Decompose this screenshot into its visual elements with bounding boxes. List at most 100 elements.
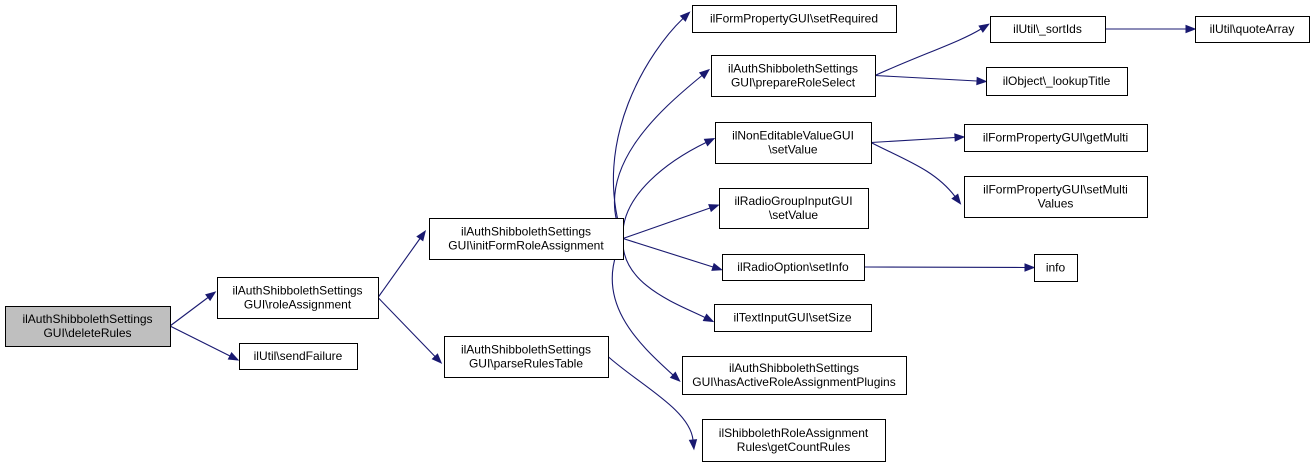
node-initFormRoleAssignment[interactable]: ilAuthShibbolethSettingsGUI\initFormRole…	[429, 218, 624, 260]
node-box-getMulti[interactable]	[964, 124, 1148, 152]
arrowhead-prepareRoleSelect-to-sortIds	[978, 23, 990, 33]
node-setRequired[interactable]: ilFormPropertyGUI\setRequired	[692, 5, 897, 33]
node-quoteArray[interactable]: ilUtil\quoteArray	[1195, 16, 1310, 43]
node-label-roleAssignment-line-0: ilAuthShibbolethSettings	[232, 284, 362, 298]
node-label-setRequired-line-0: ilFormPropertyGUI\setRequired	[710, 12, 878, 26]
node-label-parseRulesTable-line-0: ilAuthShibbolethSettings	[461, 343, 591, 357]
arrowhead-parseRulesTable-to-getCountRules	[688, 439, 698, 451]
edge-initFormRoleAssignment-to-setInfo	[622, 237, 714, 268]
arrowhead-initFormRoleAssignment-to-setInfo	[711, 262, 723, 271]
node-box-hasActive[interactable]	[682, 356, 907, 395]
node-box-getCountRules[interactable]	[702, 419, 886, 462]
arrowhead-roleAssignment-to-initFormRoleAssignment	[416, 230, 427, 242]
edge-roleAssignment-to-parseRulesTable	[377, 297, 436, 357]
node-label-lookupTitle-line-0: ilObject\_lookupTitle	[1003, 74, 1111, 88]
node-label-sortIds-line-0: ilUtil\_sortIds	[1013, 22, 1082, 36]
arrowhead-roleAssignment-to-parseRulesTable	[431, 353, 443, 364]
edge-initFormRoleAssignment-to-prepareRoleSelect	[613, 75, 703, 239]
node-box-roleAssignment[interactable]	[217, 277, 379, 319]
edge-setInfo-to-info	[863, 266, 1026, 269]
node-sendFailure[interactable]: ilUtil\sendFailure	[239, 343, 358, 370]
node-label-prepareRoleSelect-line-1: GUI\prepareRoleSelect	[731, 76, 856, 90]
edges-layer	[169, 11, 1197, 451]
arrowhead-setInfo-to-info	[1024, 263, 1036, 272]
node-box-info[interactable]	[1034, 254, 1078, 282]
edge-roleAssignment-to-initFormRoleAssignment	[377, 238, 421, 298]
node-box-parseRulesTable[interactable]	[444, 336, 609, 378]
node-info[interactable]: info	[1034, 254, 1078, 282]
node-label-getCountRules-line-0: ilShibbolethRoleAssignment	[719, 426, 869, 440]
node-label-setInfo-line-0: ilRadioOption\setInfo	[737, 260, 849, 274]
node-box-setRequired[interactable]	[692, 5, 897, 33]
node-label-setMultiValues-line-1: Values	[1038, 197, 1074, 211]
node-box-quoteArray[interactable]	[1195, 16, 1310, 43]
node-nevSetValue[interactable]: ilNonEditableValueGUI\setValue	[715, 122, 872, 164]
edge-nevSetValue-to-getMulti	[870, 136, 956, 144]
arrowhead-initFormRoleAssignment-to-hasActive	[669, 371, 681, 382]
node-label-initFormRoleAssignment-line-1: GUI\initFormRoleAssignment	[448, 239, 604, 253]
edge-initFormRoleAssignment-to-setSize	[622, 238, 706, 318]
arrowhead-nevSetValue-to-getMulti	[954, 133, 966, 142]
node-roleAssignment[interactable]: ilAuthShibbolethSettingsGUI\roleAssignme…	[217, 277, 379, 319]
node-box-initFormRoleAssignment[interactable]	[429, 218, 624, 260]
node-prepareRoleSelect[interactable]: ilAuthShibbolethSettingsGUI\prepareRoleS…	[711, 55, 876, 97]
node-label-getMulti-line-0: ilFormPropertyGUI\getMulti	[983, 131, 1128, 145]
arrowhead-sortIds-to-quoteArray	[1185, 24, 1197, 34]
node-label-roleAssignment-line-1: GUI\roleAssignment	[244, 298, 352, 312]
node-rgSetValue[interactable]: ilRadioGroupInputGUI\setValue	[719, 188, 869, 229]
node-label-hasActive-line-0: ilAuthShibbolethSettings	[729, 361, 859, 375]
nodes-layer: ilAuthShibbolethSettingsGUI\deleteRulesi…	[5, 5, 1310, 462]
node-sortIds[interactable]: ilUtil\_sortIds	[990, 16, 1106, 43]
edge-parseRulesTable-to-getCountRules	[607, 356, 694, 441]
node-label-prepareRoleSelect-line-0: ilAuthShibbolethSettings	[728, 62, 858, 76]
node-box-lookupTitle[interactable]	[986, 67, 1128, 96]
edge-initFormRoleAssignment-to-setRequired	[613, 18, 684, 239]
arrowhead-initFormRoleAssignment-to-rgSetValue	[708, 204, 720, 213]
node-label-setMultiValues-line-0: ilFormPropertyGUI\setMulti	[983, 183, 1128, 197]
node-label-hasActive-line-1: GUI\hasActiveRoleAssignmentPlugins	[692, 375, 895, 389]
arrowhead-initFormRoleAssignment-to-prepareRoleSelect	[698, 68, 711, 80]
node-box-prepareRoleSelect[interactable]	[711, 55, 876, 97]
node-label-getCountRules-line-1: Rules\getCountRules	[737, 440, 850, 454]
edge-nevSetValue-to-setMultiValues	[870, 142, 956, 197]
node-box-nevSetValue[interactable]	[715, 122, 872, 164]
node-label-nevSetValue-line-1: \setValue	[768, 143, 817, 157]
node-setSize[interactable]: ilTextInputGUI\setSize	[714, 304, 872, 332]
node-box-setInfo[interactable]	[722, 254, 865, 281]
node-box-setMultiValues[interactable]	[964, 176, 1148, 218]
node-label-nevSetValue-line-0: ilNonEditableValueGUI	[732, 129, 854, 143]
node-label-sendFailure-line-0: ilUtil\sendFailure	[254, 349, 343, 363]
node-label-info-line-0: info	[1046, 261, 1066, 275]
edge-deleteRules-to-sendFailure	[169, 325, 231, 357]
node-box-rgSetValue[interactable]	[719, 188, 869, 229]
node-box-deleteRules[interactable]	[5, 306, 171, 347]
node-label-deleteRules-line-0: ilAuthShibbolethSettings	[22, 312, 152, 326]
arrowhead-deleteRules-to-sendFailure	[227, 351, 240, 361]
edge-prepareRoleSelect-to-lookupTitle	[874, 74, 978, 82]
node-getCountRules[interactable]: ilShibbolethRoleAssignmentRules\getCount…	[702, 419, 886, 462]
edge-initFormRoleAssignment-to-rgSetValue	[622, 207, 711, 240]
edge-initFormRoleAssignment-to-nevSetValue	[622, 142, 707, 239]
node-label-parseRulesTable-line-1: GUI\parseRulesTable	[469, 357, 583, 371]
arrowhead-initFormRoleAssignment-to-setRequired	[679, 11, 691, 22]
node-getMulti[interactable]: ilFormPropertyGUI\getMulti	[964, 124, 1148, 152]
edge-prepareRoleSelect-to-sortIds	[874, 28, 982, 77]
node-hasActive[interactable]: ilAuthShibbolethSettingsGUI\hasActiveRol…	[682, 356, 907, 395]
node-label-quoteArray-line-0: ilUtil\quoteArray	[1210, 22, 1295, 36]
edge-deleteRules-to-roleAssignment	[169, 297, 209, 327]
node-label-rgSetValue-line-0: ilRadioGroupInputGUI	[734, 194, 852, 208]
node-label-deleteRules-line-1: GUI\deleteRules	[43, 326, 131, 340]
arrowhead-nevSetValue-to-setMultiValues	[951, 193, 962, 205]
node-label-setSize-line-0: ilTextInputGUI\setSize	[733, 311, 851, 325]
node-box-sendFailure[interactable]	[239, 343, 358, 370]
node-box-sortIds[interactable]	[990, 16, 1106, 43]
node-label-initFormRoleAssignment-line-0: ilAuthShibbolethSettings	[461, 225, 591, 239]
arrowhead-initFormRoleAssignment-to-setSize	[702, 313, 715, 323]
node-box-setSize[interactable]	[714, 304, 872, 332]
node-setInfo[interactable]: ilRadioOption\setInfo	[722, 254, 865, 281]
node-parseRulesTable[interactable]: ilAuthShibbolethSettingsGUI\parseRulesTa…	[444, 336, 609, 378]
node-lookupTitle[interactable]: ilObject\_lookupTitle	[986, 67, 1128, 96]
